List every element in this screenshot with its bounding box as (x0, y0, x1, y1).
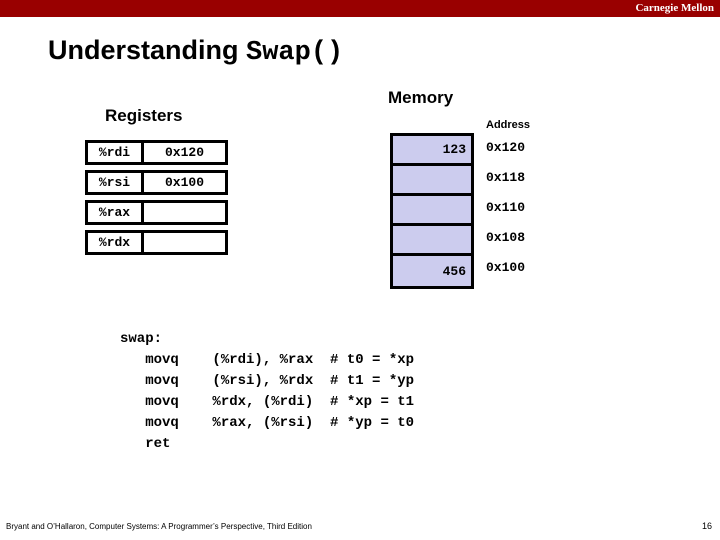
register-name: %rdi (88, 143, 144, 162)
address-label: 0x110 (486, 200, 526, 215)
register-value: 0x120 (164, 145, 204, 160)
table-row: %rdi 0x120 (85, 140, 228, 165)
address-column: Address 0x120 0x118 0x110 0x108 0x100 (486, 118, 530, 283)
register-value (144, 233, 225, 252)
registers-heading: Registers (105, 106, 183, 125)
address-label: 0x108 (486, 230, 526, 245)
address-column-header: Address (486, 119, 531, 131)
memory-cell: 456 (393, 256, 471, 286)
table-row: %rdx (85, 230, 228, 255)
memory-cell (393, 196, 471, 226)
footer-attribution: Bryant and O’Hallaron, Computer Systems:… (6, 522, 312, 531)
register-name: %rsi (88, 173, 144, 192)
top-banner: Carnegie Mellon (0, 0, 720, 17)
table-row: %rax (85, 200, 228, 225)
memory-cell (393, 226, 471, 256)
page-title-prefix: Understanding (48, 35, 247, 65)
table-row: %rsi 0x100 (85, 170, 228, 195)
register-value (144, 203, 225, 222)
address-label: 0x118 (486, 170, 526, 185)
memory-heading: Memory (388, 88, 454, 107)
assembly-code-listing: swap: movq (%rdi), %rax # t0 = *xp movq … (120, 331, 415, 452)
address-label: 0x120 (486, 140, 526, 155)
address-label: 0x100 (486, 260, 526, 275)
page-title-code: Swap() (246, 38, 344, 68)
register-name: %rdx (88, 233, 144, 252)
memory-table: 123 456 (390, 133, 474, 289)
page-title: Understanding Swap() (48, 34, 343, 69)
memory-cell: 123 (393, 136, 471, 166)
registers-table: %rdi 0x120 %rsi 0x100 %rax %rdx (85, 140, 228, 260)
page-number: 16 (701, 521, 712, 531)
memory-cell (393, 166, 471, 196)
institution-label: Carnegie Mellon (635, 2, 714, 14)
register-name: %rax (88, 203, 144, 222)
register-value: 0x100 (164, 175, 204, 190)
